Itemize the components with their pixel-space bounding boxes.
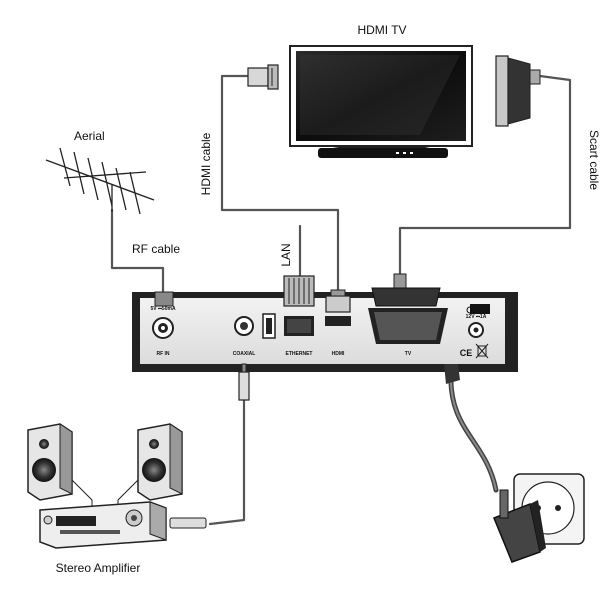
- scart-port: [368, 308, 448, 344]
- weee-icon: [475, 343, 489, 359]
- power-adapter: [493, 489, 546, 563]
- hdmi-tv-label: HDMI TV: [357, 23, 406, 37]
- aerial-label: Aerial: [74, 129, 105, 143]
- hdmi-cable-line: [220, 74, 340, 298]
- power-socket: [444, 322, 484, 384]
- coaxial-port-label: COAXIAL: [233, 351, 256, 357]
- tv-port-label: TV: [405, 351, 412, 357]
- scart-cable-label: Scart cable: [587, 130, 600, 190]
- scart-cable-line: [398, 74, 572, 278]
- lan-label: LAN: [279, 243, 293, 266]
- right-speaker: [137, 423, 183, 501]
- lan-plug: [283, 275, 315, 307]
- stereo-amplifier-label: Stereo Amplifier: [56, 561, 141, 575]
- rf-in-port-label: RF IN: [156, 351, 169, 357]
- hdmi-port-label: HDMI: [332, 351, 345, 357]
- ce-mark: CE: [460, 348, 473, 358]
- rf-cable-label: RF cable: [132, 242, 180, 256]
- hdmi-tv: [289, 45, 473, 158]
- rf-in-port: [152, 291, 174, 339]
- left-speaker: [27, 423, 73, 501]
- power-cable-line: [448, 369, 499, 493]
- hdmi-plug-receiver: [325, 289, 351, 313]
- aerial-antenna: [45, 147, 155, 215]
- rf-cable-line: [110, 208, 165, 294]
- ethernet-port-label: ETHERNET: [286, 351, 313, 357]
- hdmi-cable-label: HDMI cable: [199, 132, 213, 195]
- usb-port: [262, 313, 276, 339]
- coaxial-port: [234, 316, 254, 336]
- rf-loop-port-label: 5V ⎓50mA: [150, 306, 176, 312]
- receiver-rear-panel: [132, 292, 518, 372]
- coaxial-cable-line: [208, 398, 246, 526]
- scart-plug-tv: [495, 55, 541, 127]
- hdmi-port: [325, 316, 351, 326]
- hdmi-plug-tv: [247, 64, 279, 90]
- ethernet-port: [284, 316, 314, 336]
- coaxial-plug: [238, 363, 250, 401]
- power-port-label: 12V ⎓1A: [466, 314, 487, 320]
- scart-plug-receiver: [371, 273, 441, 307]
- stereo-amplifier-device: [39, 501, 207, 549]
